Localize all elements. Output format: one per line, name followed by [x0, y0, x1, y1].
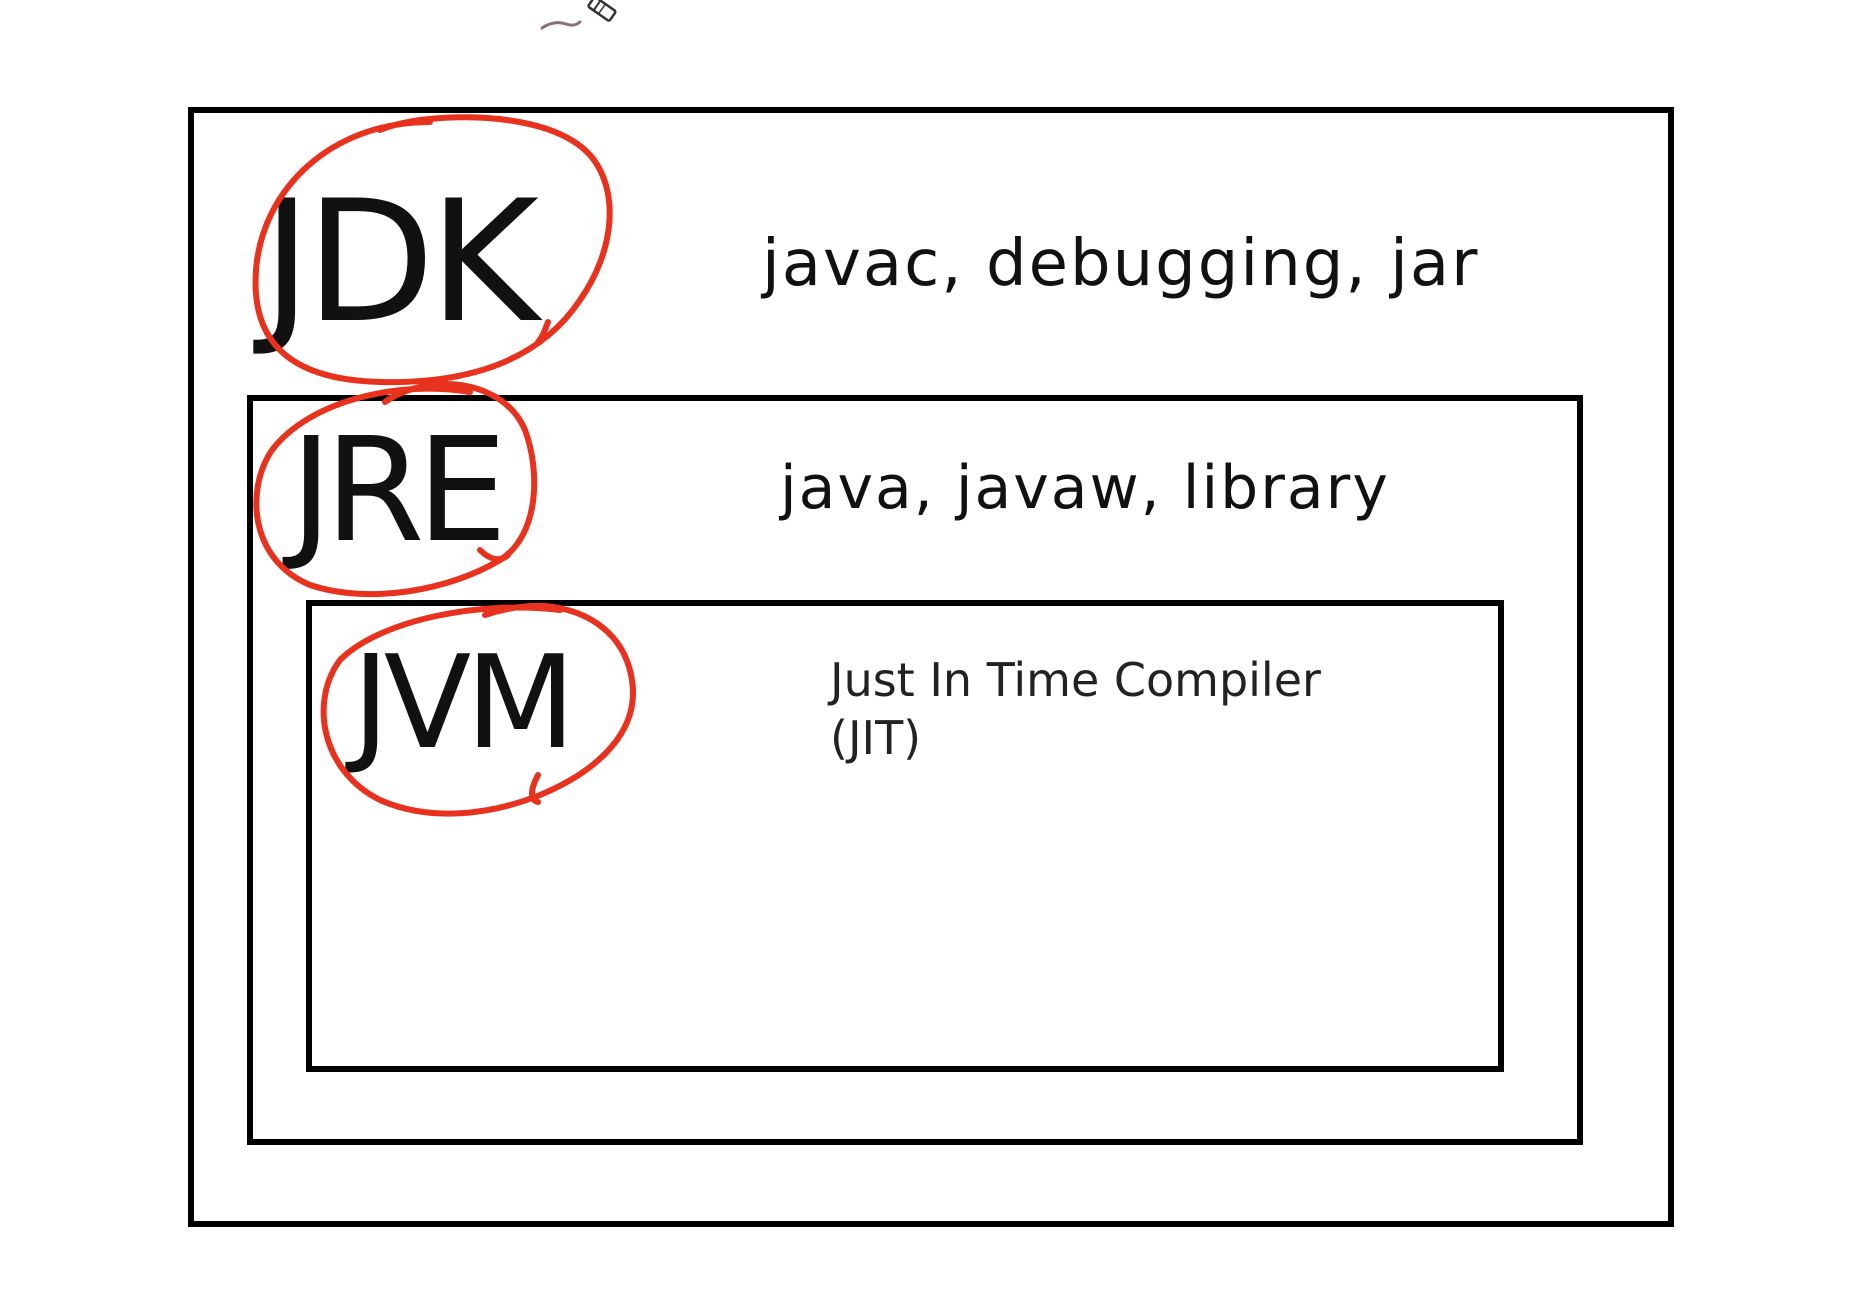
- jvm-description-line-1: Just In Time Compiler: [830, 653, 1321, 707]
- pen-cursor-icon: [540, 0, 617, 30]
- jre-description: java, javaw, library: [780, 453, 1390, 523]
- jvm-description: Just In Time Compiler (JIT): [830, 652, 1321, 767]
- jvm-description-line-2: (JIT): [830, 710, 922, 765]
- jvm-box: [306, 600, 1504, 1072]
- jdk-label: JDK: [262, 164, 539, 360]
- jre-label: JRE: [290, 406, 507, 574]
- jvm-label: JVM: [352, 629, 576, 778]
- jdk-description: javac, debugging, jar: [762, 227, 1480, 301]
